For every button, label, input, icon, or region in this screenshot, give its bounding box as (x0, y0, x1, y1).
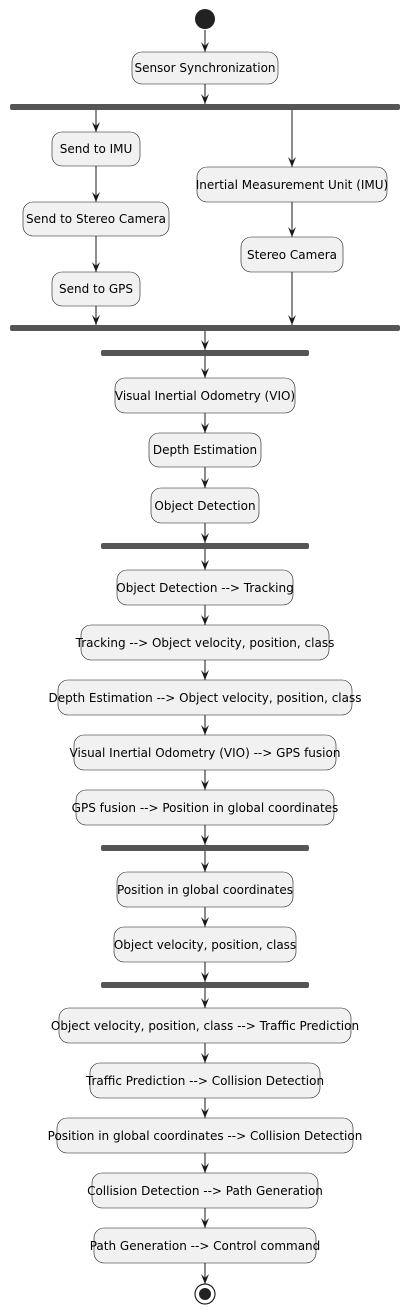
activity-position-in-global-coordinates: Position in global coordinates (116, 871, 294, 908)
activity-tracking-object-velocity: Tracking --> Object velocity, position, … (75, 624, 335, 661)
activity-label: Send to Stereo Camera (26, 212, 166, 226)
activity-vio: Visual Inertial Odometry (VIO) (114, 377, 296, 414)
activity-gps-fusion-position: GPS fusion --> Position in global coordi… (72, 789, 339, 826)
activity-label: Object velocity, position, class (114, 938, 296, 952)
activity-label: Position in global coordinates --> Colli… (48, 1129, 363, 1143)
activity-label: Tracking --> Object velocity, position, … (75, 636, 335, 650)
end-node (194, 1283, 216, 1305)
activity-vio-gps-fusion: Visual Inertial Odometry (VIO) --> GPS f… (70, 734, 341, 771)
activity-send-to-gps: Send to GPS (51, 271, 141, 307)
start-node (195, 9, 215, 29)
activity-label: Object Detection (154, 499, 255, 513)
activity-label: Sensor Synchronization (134, 61, 275, 75)
activity-label: Stereo Camera (247, 248, 337, 262)
activity-collision-detection-path-generation: Collision Detection --> Path Generation (87, 1172, 323, 1209)
activity-object-detection-tracking: Object Detection --> Tracking (116, 569, 294, 606)
activity-label: Send to IMU (60, 142, 133, 156)
fork-bar (10, 104, 400, 110)
activity-label: Depth Estimation --> Object velocity, po… (49, 691, 362, 705)
activity-path-generation-control-command: Path Generation --> Control command (90, 1227, 321, 1264)
activity-label: Position in global coordinates (117, 883, 293, 897)
activity-stereo-camera: Stereo Camera (240, 236, 344, 273)
sync-bar (101, 982, 309, 988)
activity-position-collision-detection: Position in global coordinates --> Colli… (48, 1117, 363, 1154)
activity-label: Send to GPS (59, 282, 133, 296)
flow-arrowheads (92, 42, 296, 1284)
activity-label: Visual Inertial Odometry (VIO) (115, 389, 295, 403)
activity-label: Object velocity, position, class --> Tra… (51, 1019, 359, 1033)
activity-label: Object Detection --> Tracking (116, 581, 294, 595)
activity-label: Visual Inertial Odometry (VIO) --> GPS f… (70, 746, 341, 760)
activity-object-velocity-traffic-prediction: Object velocity, position, class --> Tra… (51, 1007, 359, 1044)
activity-send-to-stereo-camera: Send to Stereo Camera (22, 201, 170, 237)
activity-sensor-synchronization: Sensor Synchronization (131, 51, 279, 85)
activity-label: Inertial Measurement Unit (IMU) (196, 178, 388, 192)
activity-label: GPS fusion --> Position in global coordi… (72, 801, 339, 815)
sync-bar (101, 845, 309, 851)
activity-label: Depth Estimation (153, 443, 257, 457)
activity-depth-estimation: Depth Estimation (148, 432, 262, 468)
activity-label: Traffic Prediction --> Collision Detecti… (85, 1074, 324, 1088)
sync-bar (101, 543, 309, 549)
activity-depth-estimation-object-velocity: Depth Estimation --> Object velocity, po… (49, 679, 362, 716)
activity-send-to-imu: Send to IMU (51, 131, 141, 167)
join-bar (10, 325, 400, 331)
activity-traffic-prediction-collision-detection: Traffic Prediction --> Collision Detecti… (85, 1062, 324, 1099)
activity-imu: Inertial Measurement Unit (IMU) (196, 166, 388, 203)
activity-label: Path Generation --> Control command (90, 1239, 321, 1253)
activity-object-detection: Object Detection (150, 487, 260, 524)
sync-bar (101, 350, 309, 356)
activity-object-velocity-position-class: Object velocity, position, class (113, 926, 297, 963)
activity-label: Collision Detection --> Path Generation (87, 1184, 323, 1198)
